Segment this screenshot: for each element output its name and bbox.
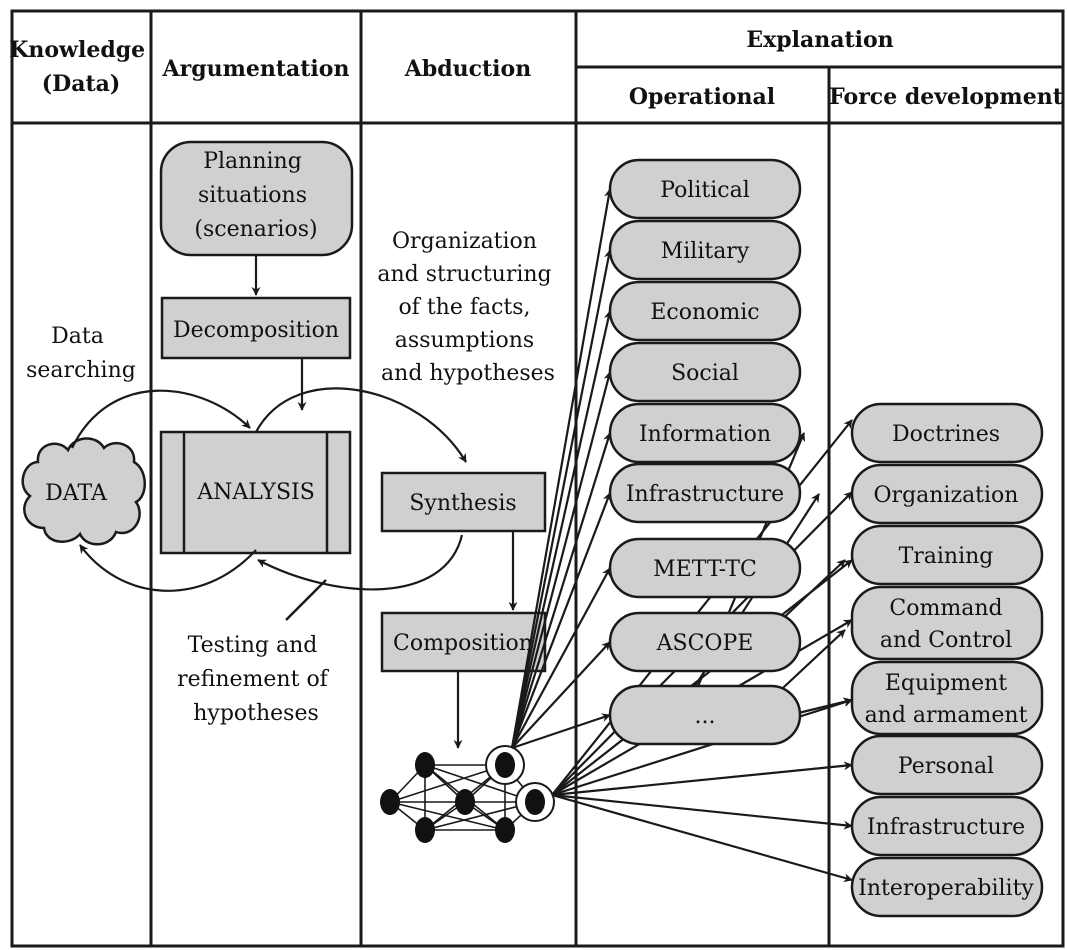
network-to-force-arrow-1 bbox=[551, 419, 853, 796]
header-abduction: Abduction bbox=[404, 56, 531, 82]
force-item-organization: Organization bbox=[850, 463, 1044, 525]
operational-item-ascope: ASCOPE bbox=[608, 611, 802, 673]
svg-text:Military: Military bbox=[661, 239, 750, 264]
svg-text:Social: Social bbox=[671, 361, 739, 386]
svg-text:Economic: Economic bbox=[650, 300, 759, 325]
network-to-force-arrow-5 bbox=[551, 698, 853, 797]
network-to-operational-arrow-9 bbox=[511, 713, 611, 750]
svg-text:METT-TC: METT-TC bbox=[653, 557, 757, 582]
network-to-operational-arrow-4 bbox=[510, 371, 613, 749]
operational-item-social: Social bbox=[608, 341, 802, 403]
operational-item-information: Information bbox=[608, 402, 802, 464]
force-item-personal: Personal bbox=[850, 734, 1044, 796]
svg-text:Personal: Personal bbox=[898, 754, 994, 779]
force-item-training: Training bbox=[850, 524, 1044, 586]
header-explanation: Explanation bbox=[746, 27, 893, 53]
force-item-doctrines: Doctrines bbox=[850, 402, 1044, 464]
header-force-development: Force development bbox=[829, 84, 1064, 110]
data-cloud-shape bbox=[21, 437, 146, 546]
testing-pointer-line bbox=[285, 579, 327, 621]
svg-text:Information: Information bbox=[639, 422, 771, 447]
header-operational: Operational bbox=[629, 84, 775, 110]
network-to-force-arrow-8 bbox=[551, 793, 853, 883]
svg-text:...: ... bbox=[695, 704, 716, 729]
data-cloud-label: DATA bbox=[45, 481, 108, 506]
synthesis-label: Synthesis bbox=[409, 491, 516, 516]
header-argumentation: Argumentation bbox=[162, 56, 350, 82]
svg-text:Training: Training bbox=[899, 544, 994, 569]
svg-text:Infrastructure: Infrastructure bbox=[626, 482, 784, 507]
operational-item-infrastructure: Infrastructure bbox=[608, 462, 802, 524]
network-to-operational-arrow-2 bbox=[510, 249, 613, 749]
network-to-operational-arrow-5 bbox=[510, 432, 612, 749]
operational-item-more: ... bbox=[608, 684, 802, 746]
svg-text:Doctrines: Doctrines bbox=[892, 422, 1000, 447]
operational-item-economic: Economic bbox=[608, 280, 802, 342]
header-knowledge: Knowledge (Data) bbox=[9, 37, 153, 97]
network-to-operational-arrow-8 bbox=[511, 641, 611, 749]
operational-item-military: Military bbox=[608, 219, 802, 281]
network-to-force-arrow-7 bbox=[551, 793, 853, 830]
decomposition-box bbox=[160, 296, 352, 360]
network-to-operational-arrow-1 bbox=[510, 188, 614, 749]
network-to-operational-arrow-6 bbox=[510, 492, 612, 749]
analysis-label: ANALYSIS bbox=[196, 480, 315, 505]
decomposition-label: Decomposition bbox=[173, 318, 339, 343]
planning-situations-label: Planning situations (scenarios) bbox=[194, 149, 317, 242]
network-to-operational-arrow-7 bbox=[511, 567, 611, 749]
synthesis-to-analysis-arrow bbox=[257, 534, 464, 591]
table-grid bbox=[10, 9, 1065, 948]
analysis-to-synthesis-arrow bbox=[255, 387, 467, 463]
testing-refinement-label: Testing and refinement of hypotheses bbox=[177, 633, 335, 726]
svg-text:Political: Political bbox=[660, 178, 750, 203]
operational-item-mett-tc: METT-TC bbox=[608, 537, 802, 599]
composition-box bbox=[380, 611, 547, 673]
analysis-to-data-arrow bbox=[79, 544, 257, 592]
svg-text:Organization: Organization bbox=[874, 483, 1019, 508]
network-to-operational-arrow-3 bbox=[510, 310, 613, 749]
composition-label: Composition bbox=[393, 631, 533, 656]
force-item-infrastructure: Infrastructure bbox=[850, 795, 1044, 857]
analysis-box bbox=[159, 430, 352, 555]
svg-text:Infrastructure: Infrastructure bbox=[867, 815, 1025, 840]
data-searching-label: Data searching bbox=[26, 324, 136, 383]
svg-text:Interoperability: Interoperability bbox=[858, 876, 1034, 901]
organization-structuring-label: Organization and structuring of the fact… bbox=[377, 229, 558, 386]
force-item-interoperability: Interoperability bbox=[850, 856, 1044, 918]
operational-items: PoliticalMilitaryEconomicSocialInformati… bbox=[608, 158, 802, 746]
synthesis-box bbox=[380, 471, 547, 533]
operational-item-political: Political bbox=[608, 158, 802, 220]
data-to-analysis-arrow bbox=[71, 389, 251, 449]
network-to-force-arrow-6 bbox=[551, 761, 853, 797]
knowledge-network-graph bbox=[380, 745, 555, 843]
svg-text:ASCOPE: ASCOPE bbox=[656, 631, 754, 656]
